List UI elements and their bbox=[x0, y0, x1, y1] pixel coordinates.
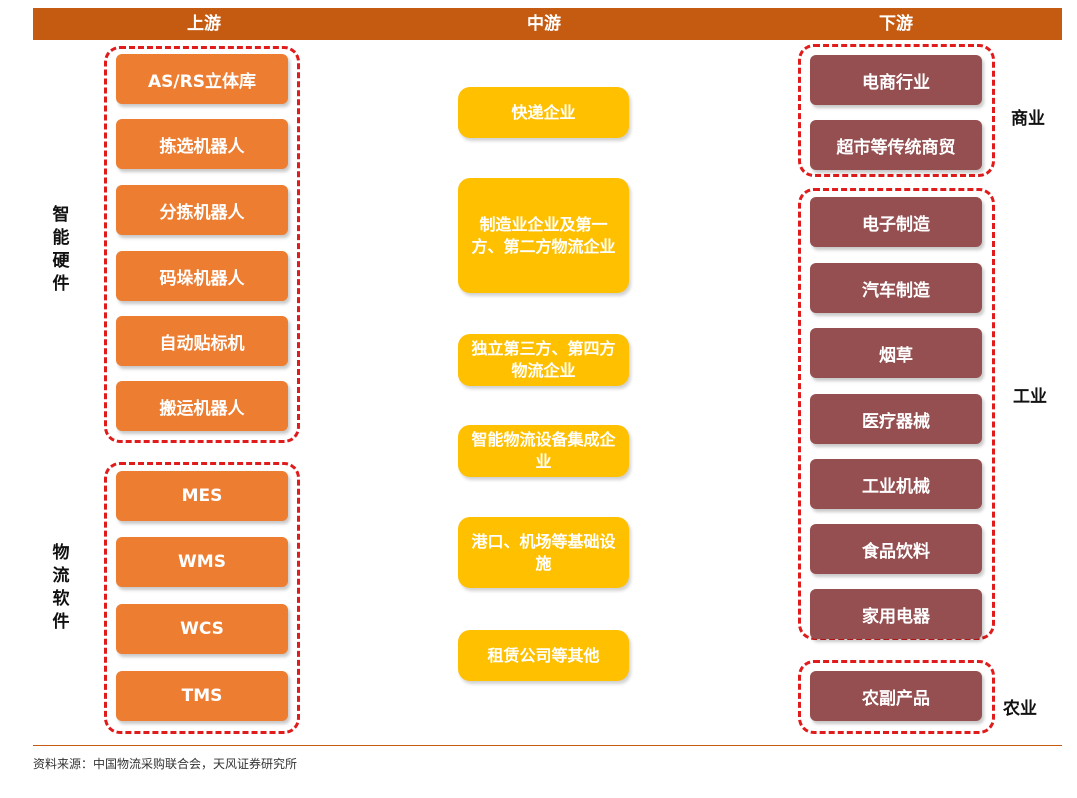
header-upstream: 上游 bbox=[187, 14, 221, 34]
hardware-item: 自动贴标机 bbox=[116, 316, 288, 366]
software-item: WCS bbox=[116, 604, 288, 654]
commerce-group-border bbox=[798, 44, 995, 177]
header-midstream: 中游 bbox=[527, 14, 561, 34]
midstream-item: 智能物流设备集成企业 bbox=[458, 425, 629, 477]
footer-rule bbox=[33, 745, 1062, 746]
industry-item: 医疗器械 bbox=[810, 394, 982, 444]
software-item: TMS bbox=[116, 671, 288, 721]
hardware-group-border bbox=[104, 46, 300, 443]
midstream-item: 独立第三方、第四方物流企业 bbox=[458, 334, 629, 386]
hardware-item: 搬运机器人 bbox=[116, 381, 288, 431]
commerce-item: 电商行业 bbox=[810, 55, 982, 105]
hardware-item: 拣选机器人 bbox=[116, 119, 288, 169]
industry-item: 家用电器 bbox=[810, 589, 982, 639]
industry-label: 工业 bbox=[1013, 387, 1047, 407]
agriculture-item: 农副产品 bbox=[810, 671, 982, 721]
midstream-item: 港口、机场等基础设施 bbox=[458, 517, 629, 588]
hardware-item: 分拣机器人 bbox=[116, 185, 288, 235]
industry-item: 烟草 bbox=[810, 328, 982, 378]
hardware-item: AS/RS立体库 bbox=[116, 54, 288, 104]
hardware-item: 码垛机器人 bbox=[116, 251, 288, 301]
header-bar: 上游 中游 下游 bbox=[33, 8, 1062, 40]
source-note: 资料来源：中国物流采购联合会，天风证券研究所 bbox=[33, 757, 298, 771]
agriculture-group-border bbox=[798, 660, 995, 734]
hardware-label: 智能硬件 bbox=[52, 205, 70, 294]
commerce-label: 商业 bbox=[1011, 109, 1045, 129]
software-item: WMS bbox=[116, 537, 288, 587]
agriculture-label: 农业 bbox=[1003, 699, 1037, 719]
midstream-item: 快递企业 bbox=[458, 87, 629, 138]
commerce-item: 超市等传统商贸 bbox=[810, 120, 982, 170]
software-group-border bbox=[104, 462, 300, 734]
software-item: MES bbox=[116, 471, 288, 521]
industry-item: 食品饮料 bbox=[810, 524, 982, 574]
header-downstream: 下游 bbox=[879, 14, 913, 34]
industry-item: 汽车制造 bbox=[810, 263, 982, 313]
industry-item: 工业机械 bbox=[810, 459, 982, 509]
industry-item: 电子制造 bbox=[810, 197, 982, 247]
midstream-item: 制造业企业及第一方、第二方物流企业 bbox=[458, 178, 629, 293]
software-label: 物流软件 bbox=[52, 543, 70, 632]
midstream-item: 租赁公司等其他 bbox=[458, 630, 629, 681]
